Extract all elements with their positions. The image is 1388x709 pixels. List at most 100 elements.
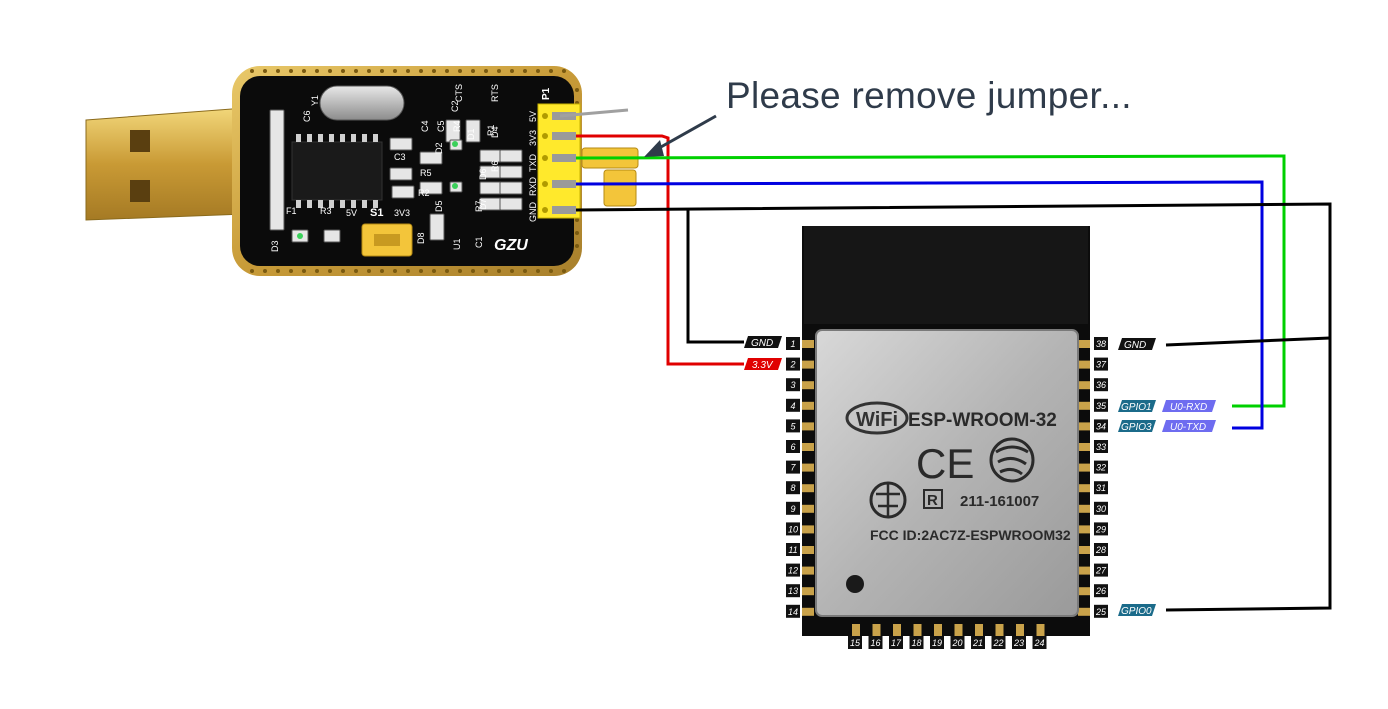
pin-number-right: 36 (1096, 380, 1106, 390)
pin-number-left: 5 (790, 421, 796, 431)
label-u0rxd: U0-RXD (1170, 402, 1207, 413)
smd-part (499, 165, 523, 179)
label-u0rxd-bg (1162, 400, 1216, 412)
header-pin (552, 206, 576, 214)
pin-number-bottom: 21 (972, 638, 983, 648)
smd-part (323, 229, 341, 243)
via-dot (549, 69, 553, 73)
pad (802, 587, 814, 596)
label-gpio1-bg (1118, 400, 1156, 412)
via-dot (354, 269, 358, 273)
chip-pin (362, 134, 367, 142)
pad (802, 340, 814, 348)
chip-pin (318, 200, 323, 208)
pad (1078, 340, 1090, 348)
pad (852, 624, 860, 636)
crystal-y1 (319, 85, 405, 121)
silk-r7: R7 (474, 200, 484, 212)
via-dot (263, 69, 267, 73)
antenna-area (804, 226, 1088, 324)
pin-number-left: 3 (790, 380, 795, 390)
via-dot (302, 269, 306, 273)
via-dot (523, 69, 527, 73)
silk-r3: R3 (320, 206, 332, 216)
pin-number-right-box (1094, 378, 1108, 392)
label-gnd-left: GND (751, 338, 773, 349)
silk-s1: S1 (370, 207, 383, 219)
chip-pin (329, 200, 334, 208)
pin-number-right: 35 (1096, 401, 1107, 411)
pad (893, 624, 901, 636)
pin-number-left: 14 (788, 607, 798, 617)
silk-c4: C4 (420, 120, 430, 132)
pin-number-right-box (1094, 337, 1108, 350)
r-mark-box (923, 489, 943, 509)
pin-number-left: 4 (790, 401, 795, 411)
pin-number-right: 32 (1096, 463, 1106, 473)
pin-number-right: 31 (1096, 483, 1106, 493)
header-jumper-cap-2 (603, 169, 637, 207)
pad (975, 624, 983, 636)
via-dot (445, 69, 449, 73)
via-dot (250, 69, 254, 73)
silk-d8: D8 (416, 232, 426, 244)
via-dot (393, 69, 397, 73)
pad (1036, 624, 1045, 636)
chip-pin (318, 134, 323, 142)
wire-txd-green (575, 154, 1286, 408)
via-dot (380, 69, 384, 73)
pin-number-left-box (786, 501, 800, 515)
via-dot (549, 269, 553, 273)
pin-number-bottom-box (930, 636, 944, 649)
via-dot (380, 269, 384, 273)
header-pin (552, 154, 576, 162)
label-u0txd-bg (1162, 420, 1216, 432)
silk-r1: R1 (486, 124, 496, 136)
pin-number-right-box (1094, 357, 1108, 371)
pin-number-left: 2 (789, 360, 795, 370)
pad (1078, 360, 1090, 369)
wire-gnd-black (575, 202, 1332, 612)
pad (1078, 587, 1090, 596)
smd-part (465, 119, 481, 143)
pin-number-right: 28 (1095, 545, 1106, 555)
smd-part (499, 181, 523, 195)
silk-p1: P1 (541, 87, 552, 100)
header-pin-base (542, 113, 548, 119)
pin-number-left: 6 (790, 442, 795, 452)
pad (1078, 484, 1090, 493)
pad (802, 566, 814, 575)
via-dot (536, 69, 540, 73)
wire-gnd-left-black (686, 210, 744, 344)
via-dot (471, 269, 475, 273)
chip-pin (373, 200, 378, 208)
pin-number-left: 13 (788, 586, 798, 596)
label-3v3: 3.3V (752, 360, 774, 371)
via-dot (562, 269, 566, 273)
via-dot (419, 269, 423, 273)
esp32-module: WiFi ESP-WROOM-32 CE R 211-161007 FCC ID… (802, 226, 1090, 636)
label-u0txd: U0-TXD (1170, 422, 1206, 433)
pin-number-bottom: 18 (911, 638, 921, 648)
pin-number-bottom: 24 (1033, 638, 1044, 648)
via-dot (341, 269, 345, 273)
pin-number-left-box (786, 584, 800, 598)
wire-gnd-right-black (1165, 336, 1331, 347)
cert-number: 211-161007 (960, 493, 1039, 510)
header-pin (552, 180, 576, 188)
pad (995, 624, 1004, 636)
via-dot (341, 69, 345, 73)
chip-pins (296, 134, 378, 208)
pin-numbers: 1234567891011121314383736353433323130292… (786, 337, 1108, 649)
silk-d7: D7 (478, 198, 488, 210)
pin-number-bottom-box (909, 636, 924, 649)
pin-number-left-box (786, 440, 800, 453)
smd-part (391, 185, 415, 199)
label-gnd-right: GND (1124, 340, 1146, 351)
via-dot (471, 69, 475, 73)
pin-number-right-box (1094, 543, 1108, 556)
smd-part (499, 149, 523, 163)
chip-pin (373, 134, 378, 142)
chip-pin (307, 134, 312, 142)
pin-number-left: 9 (790, 504, 795, 514)
